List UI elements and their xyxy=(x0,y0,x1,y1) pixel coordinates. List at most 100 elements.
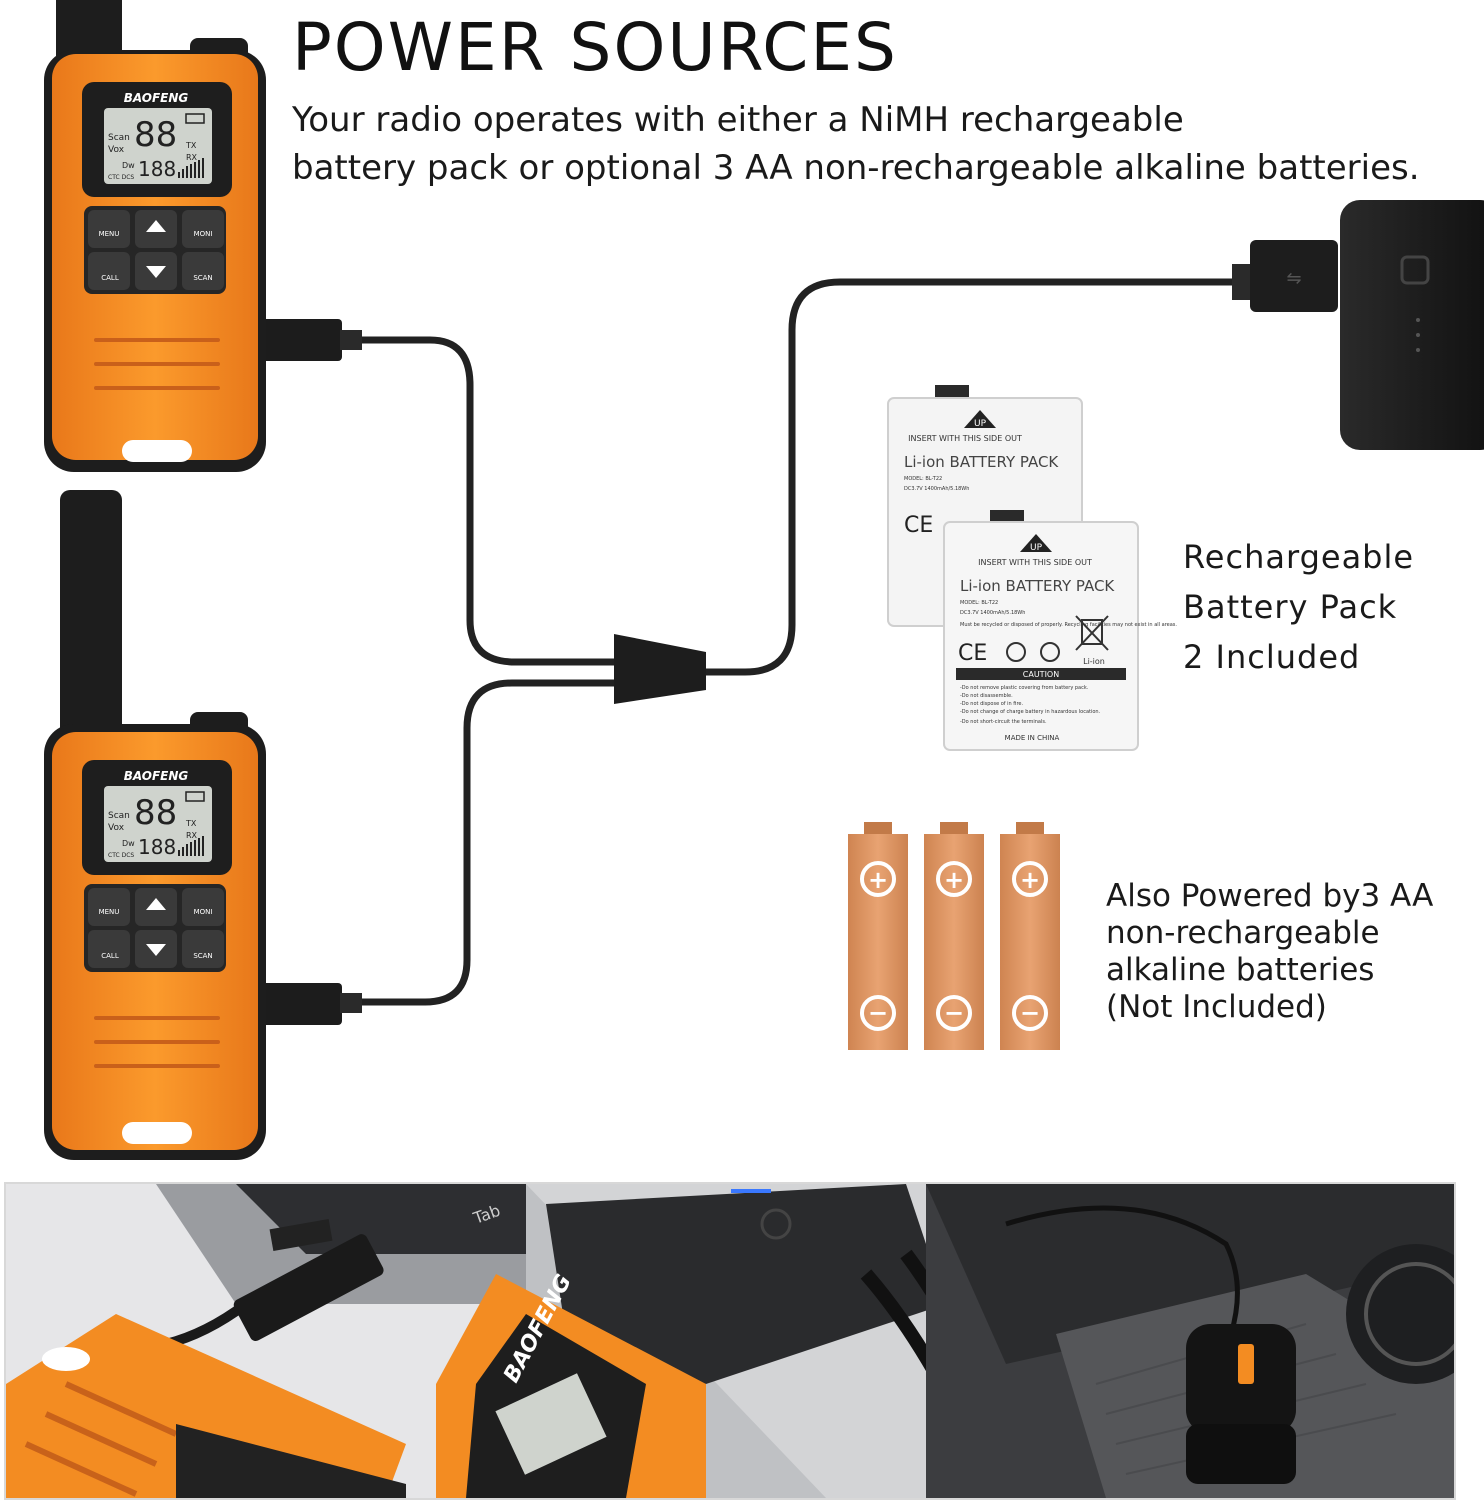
svg-text:INSERT WITH THIS SIDE OUT: INSERT WITH THIS SIDE OUT xyxy=(908,434,1022,443)
usage-photos: Tab BAOFENG xyxy=(6,1184,1454,1498)
svg-text:88: 88 xyxy=(134,793,177,833)
usb-plug xyxy=(233,1234,384,1341)
moni-key xyxy=(182,888,224,926)
radio-top: BAOFENG Scan Vox Dw CTC DCS 88 188 TX RX… xyxy=(44,0,266,472)
radio-lanyard-slot xyxy=(122,1122,192,1144)
svg-text:Dw: Dw xyxy=(122,839,135,848)
scan-key xyxy=(182,252,224,290)
svg-text:+: + xyxy=(944,866,964,894)
svg-text:−: − xyxy=(868,999,888,1027)
cable-splitter-hub xyxy=(614,634,706,704)
svg-text:Scan: Scan xyxy=(108,133,130,143)
usb-c-plug-top xyxy=(262,319,362,361)
svg-text:RX: RX xyxy=(186,153,198,162)
usb-splitter-cable xyxy=(354,278,1240,1006)
svg-text:-Do not disassemble.: -Do not disassemble. xyxy=(960,693,1013,699)
battery-pack-label: Rechargeable Battery Pack 2 Included xyxy=(1183,538,1415,676)
recycle-icon xyxy=(1006,642,1026,662)
radio-speaker-grille xyxy=(94,1016,220,1068)
svg-text:Vox: Vox xyxy=(108,145,125,155)
svg-text:CTC DCS: CTC DCS xyxy=(108,174,134,181)
minus-icon xyxy=(1012,995,1048,1031)
car-charger-port xyxy=(1238,1344,1254,1384)
svg-text:−: − xyxy=(1020,999,1040,1027)
svg-text:188: 188 xyxy=(138,157,176,181)
aa-battery-1: + − xyxy=(848,822,908,1050)
car-gauge xyxy=(1346,1244,1454,1384)
svg-text:INSERT WITH THIS SIDE OUT: INSERT WITH THIS SIDE OUT xyxy=(978,558,1092,567)
power-bank xyxy=(1340,200,1484,450)
svg-text:MODEL: BL-T22: MODEL: BL-T22 xyxy=(904,476,942,482)
scan-key xyxy=(182,930,224,968)
aa-battery-label: Also Powered by3 AA non-rechargeable alk… xyxy=(1106,878,1434,1025)
power-bank-led xyxy=(731,1189,771,1193)
radio-brand: BAOFENG xyxy=(124,769,189,783)
aa-battery-2: + − xyxy=(924,822,984,1050)
minus-icon xyxy=(860,995,896,1031)
subtitle-line-2: battery pack or optional 3 AA non-rechar… xyxy=(292,148,1420,188)
svg-text:Li-ion: Li-ion xyxy=(1083,657,1105,666)
menu-key xyxy=(88,888,130,926)
svg-text:CAUTION: CAUTION xyxy=(1023,670,1059,679)
svg-text:MODEL: BL-T22: MODEL: BL-T22 xyxy=(960,600,998,606)
svg-text:Li-ion BATTERY PACK: Li-ion BATTERY PACK xyxy=(904,453,1059,471)
svg-text:188: 188 xyxy=(138,835,176,859)
call-key xyxy=(88,252,130,290)
svg-text:CE: CE xyxy=(904,513,933,538)
rohs-icon xyxy=(1040,642,1060,662)
svg-text:-Do not change of charge batte: -Do not change of charge battery in haza… xyxy=(960,709,1101,715)
radio-bottom: BAOFENG Scan Vox Dw CTC DCS 88 188 TX RX… xyxy=(44,490,266,1160)
svg-text:+: + xyxy=(1020,866,1040,894)
illustration: ⇋ BAOFENG Scan Vox Dw CTC DCS 88 188 TX … xyxy=(44,0,1484,1160)
page-title: POWER SOURCES xyxy=(292,9,898,86)
svg-text:TX: TX xyxy=(185,819,197,828)
svg-text:MENU: MENU xyxy=(99,230,120,238)
battery-pack-front: UP INSERT WITH THIS SIDE OUT Li-ion BATT… xyxy=(943,510,1177,751)
aa-battery-3: + − xyxy=(1000,822,1060,1050)
svg-text:MONI: MONI xyxy=(194,908,213,916)
svg-text:SCAN: SCAN xyxy=(193,952,212,960)
car-charger-cable xyxy=(1005,1205,1240,1335)
power-bank-button xyxy=(1400,255,1430,285)
svg-text:DC3.7V 1400mAh/5.18Wh: DC3.7V 1400mAh/5.18Wh xyxy=(904,486,969,492)
call-key xyxy=(88,930,130,968)
svg-text:MENU: MENU xyxy=(99,908,120,916)
svg-text:SCAN: SCAN xyxy=(193,274,212,282)
svg-text:UP: UP xyxy=(1030,543,1043,553)
photo-car xyxy=(926,1184,1454,1498)
svg-text:-Do not short-circuit the term: -Do not short-circuit the terminals. xyxy=(960,719,1047,725)
plus-icon xyxy=(860,861,896,897)
svg-text:Must be recycled or disposed o: Must be recycled or disposed of properly… xyxy=(960,622,1177,628)
svg-text:CALL: CALL xyxy=(101,952,119,960)
bin-icon xyxy=(1075,615,1109,651)
radio-brand: BAOFENG xyxy=(124,91,189,105)
plus-icon xyxy=(936,861,972,897)
svg-text:Scan: Scan xyxy=(108,811,130,821)
svg-text:TX: TX xyxy=(185,141,197,150)
menu-key xyxy=(88,210,130,248)
svg-text:-Do not dispose of in fire.: -Do not dispose of in fire. xyxy=(960,701,1023,707)
radio-antenna xyxy=(60,490,122,740)
svg-text:RX: RX xyxy=(186,831,198,840)
photo-power-bank: BAOFENG xyxy=(436,1184,1043,1498)
svg-text:MADE IN CHINA: MADE IN CHINA xyxy=(1005,734,1060,742)
svg-text:DC3.7V 1400mAh/5.18Wh: DC3.7V 1400mAh/5.18Wh xyxy=(960,610,1025,616)
svg-text:Vox: Vox xyxy=(108,823,125,833)
svg-text:CE: CE xyxy=(958,641,987,666)
svg-text:88: 88 xyxy=(134,115,177,155)
svg-text:+: + xyxy=(868,866,888,894)
svg-text:MONI: MONI xyxy=(194,230,213,238)
radio-lanyard-slot xyxy=(122,440,192,462)
svg-text:-Do not remove plastic coverin: -Do not remove plastic covering from bat… xyxy=(960,685,1089,691)
power-bank-button xyxy=(760,1208,792,1240)
svg-text:Dw: Dw xyxy=(122,161,135,170)
laptop-usb-port xyxy=(269,1218,333,1252)
usb-a-plug: ⇋ xyxy=(1232,240,1338,312)
radio-lcd xyxy=(104,108,212,184)
radio-lcd xyxy=(104,786,212,862)
usage-photo-strip: Tab BAOFENG xyxy=(4,1182,1456,1500)
radio-speaker-grille xyxy=(94,338,220,390)
page-subtitle: Your radio operates with either a NiMH r… xyxy=(292,96,1442,192)
svg-text:UP: UP xyxy=(974,419,987,429)
svg-text:CTC DCS: CTC DCS xyxy=(108,852,134,859)
